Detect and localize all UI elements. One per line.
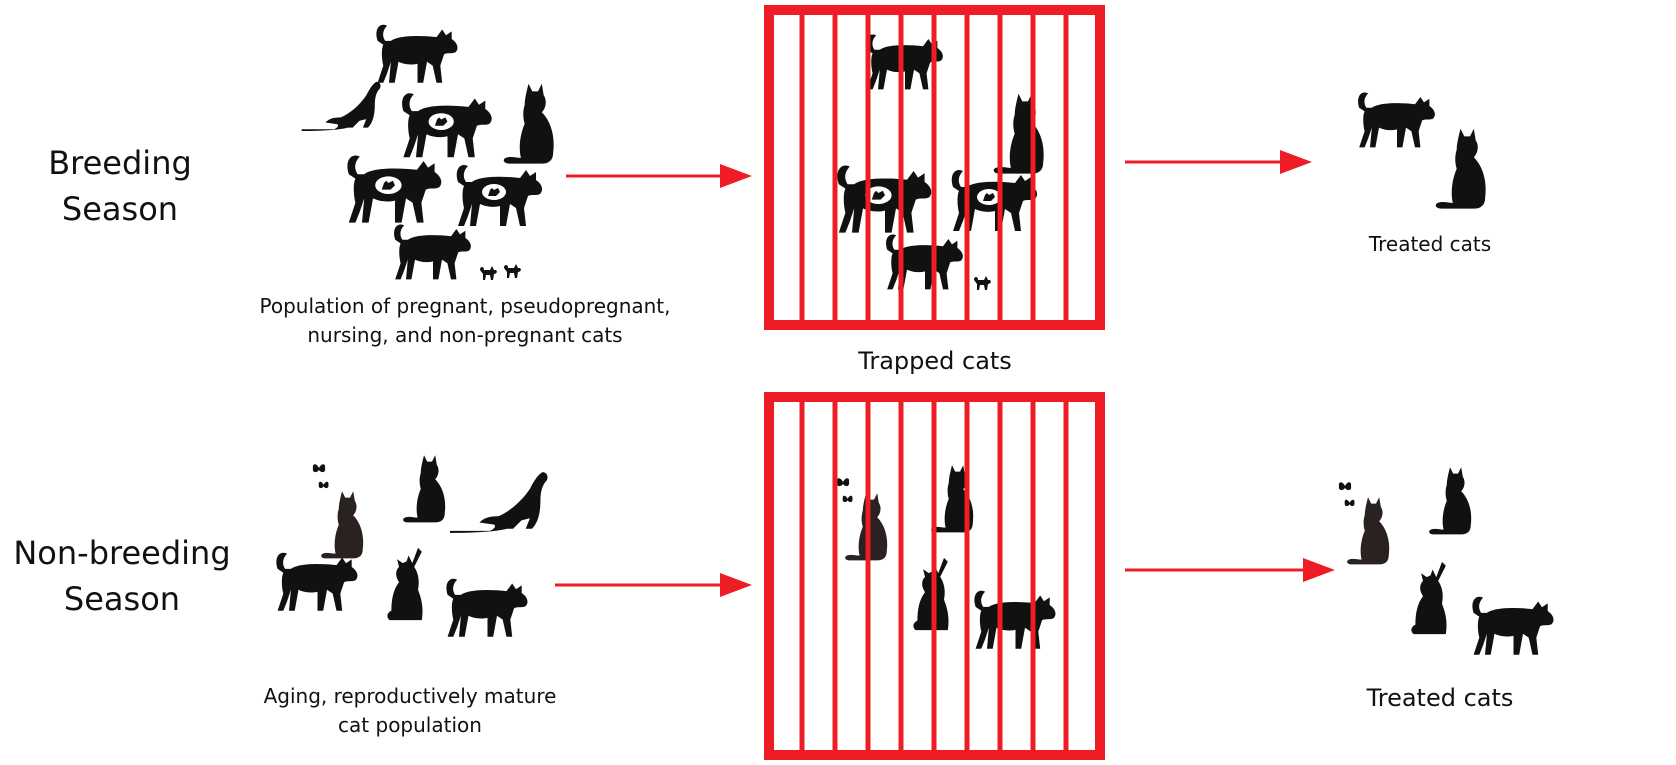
sitting-cat-icon <box>403 455 445 522</box>
stretching-cat-icon <box>302 82 381 131</box>
walking-cat-icon <box>866 34 943 89</box>
walking-cat-icon <box>276 553 357 611</box>
pregnant-cat-icon <box>347 155 441 222</box>
sitting-cat-icon <box>1429 467 1471 534</box>
kitten-icon <box>504 264 521 278</box>
pawing-cat-icon <box>913 558 948 630</box>
non-breeding-arrow-1 <box>555 573 752 597</box>
breeding-arrow-2 <box>1125 150 1312 174</box>
butterfly-icon <box>843 496 853 502</box>
trap-cage-non-breeding <box>769 397 1100 755</box>
walking-cat-icon <box>974 591 1055 649</box>
walking-cat-icon <box>1358 92 1435 147</box>
stretching-cat-icon <box>450 472 547 533</box>
walking-cat-icon <box>1472 597 1553 655</box>
pawing-cat-icon <box>1411 562 1446 634</box>
non-breeding-population-cats <box>276 455 547 637</box>
butterfly-icon <box>319 482 329 488</box>
pregnant-cat-icon <box>457 165 542 226</box>
pregnant-cat-icon <box>402 93 492 157</box>
sitting-cat-icon <box>1436 129 1486 209</box>
butterfly-icon <box>837 478 849 486</box>
walking-cat-icon <box>886 234 963 289</box>
breeding-arrow-1 <box>566 164 752 188</box>
breeding-population-cats <box>302 25 554 280</box>
breeding-treated-cats <box>1358 92 1486 208</box>
walking-cat-icon <box>376 25 457 83</box>
sitting-cat-icon <box>321 491 363 558</box>
butterfly-icon <box>313 464 325 472</box>
kitten-icon <box>974 276 991 290</box>
butterfly-icon <box>1339 482 1351 490</box>
walking-cat-icon <box>446 579 527 637</box>
butterfly-icon <box>1345 500 1355 506</box>
kitten-icon <box>480 266 497 280</box>
pawing-cat-icon <box>387 548 422 620</box>
trap-cage-breeding <box>769 10 1100 325</box>
pregnant-cat-icon <box>837 165 931 232</box>
sitting-cat-icon <box>1347 497 1389 564</box>
sitting-cat-icon <box>504 84 554 164</box>
non-breeding-arrow-2 <box>1125 558 1335 582</box>
non-breeding-treated-cats <box>1339 467 1554 655</box>
walking-cat-icon <box>394 224 471 279</box>
